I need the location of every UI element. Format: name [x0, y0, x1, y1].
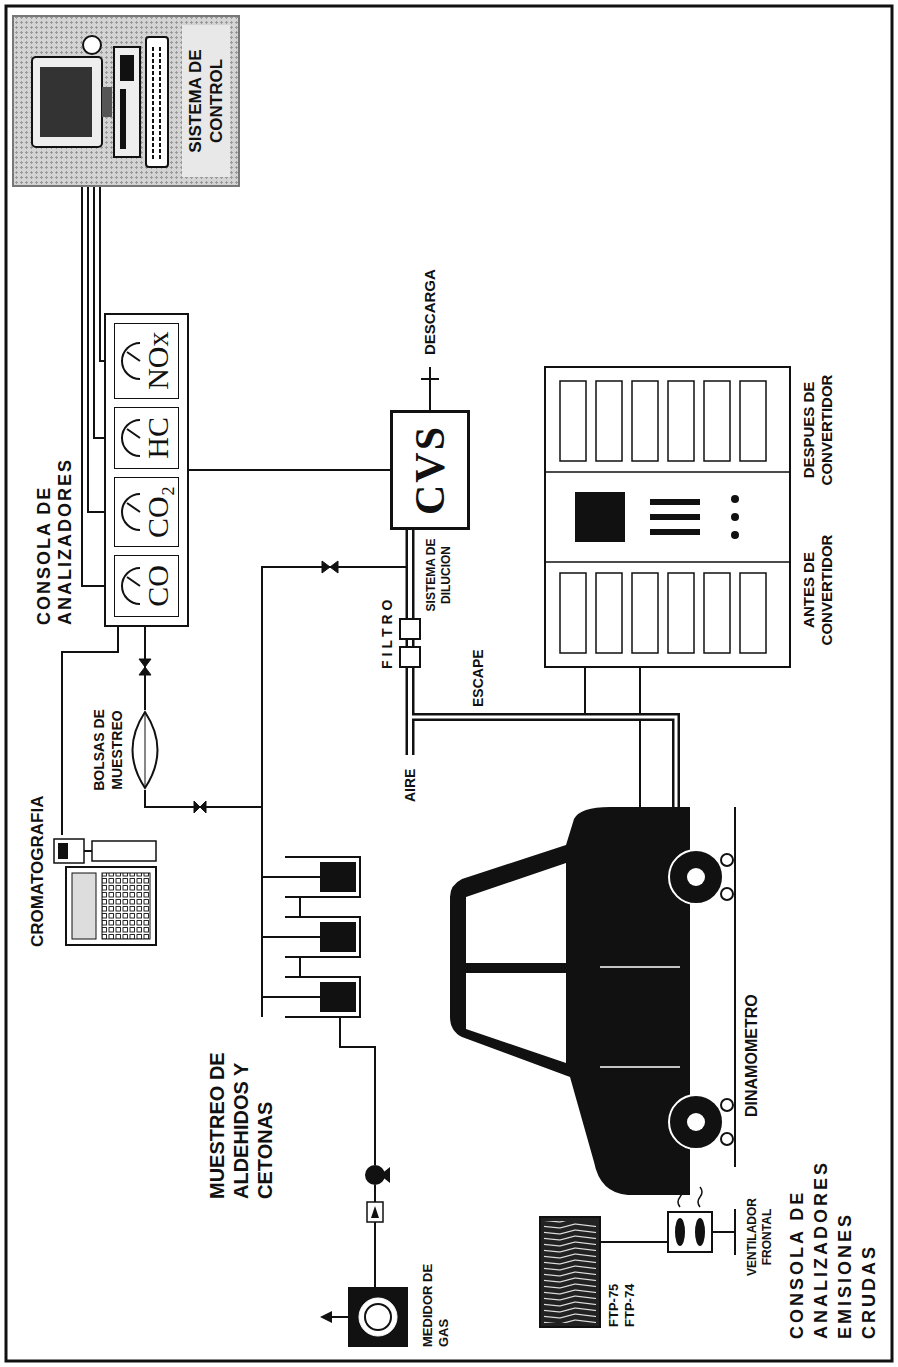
gauge-symbol [118, 490, 142, 534]
node-label: CO [142, 565, 174, 607]
gauge-symbol [118, 416, 142, 460]
diagram-label: SISTEMA DE DILUCION [424, 535, 454, 615]
node-label: CVS [407, 425, 453, 515]
diagram-label: MEDIDOR DE GAS [420, 1255, 452, 1347]
analyzer-console: CONSOLA DE ANALIZADORESCOCO₂HCNOx [104, 313, 189, 627]
gauge-picture [118, 416, 142, 460]
gauge-symbol [118, 339, 142, 383]
connector-line [189, 469, 390, 471]
node-label: CROMATOGRAFIA [28, 796, 48, 947]
analyzer-panel: HC [114, 407, 179, 469]
diagram-label: AIRE [402, 769, 419, 802]
diagram-label: DESCARGA [421, 269, 439, 355]
diagram-label: FTP-74 [622, 1284, 637, 1327]
node-label: NOx [142, 332, 174, 390]
diagram-label: DESPUES DE CONVERTIDOR [800, 355, 836, 505]
cvs-box: CVS [390, 410, 470, 530]
gauge-picture [118, 564, 142, 608]
comp-picture [22, 25, 182, 177]
node-label: HC [142, 417, 174, 459]
connector-line [144, 627, 146, 710]
node-label: CONSOLA DE ANALIZADORES [34, 415, 76, 625]
node-label: CO₂ [142, 486, 174, 538]
diagram-label: FTP-75 [606, 1284, 621, 1327]
diagram-label: VENTILADOR FRONTAL [745, 1177, 775, 1297]
gauge-symbol [118, 564, 142, 608]
diagram-label: CONSOLA DE ANALIZADORES EMISIONES CRUDAS [785, 1124, 881, 1339]
diagram-label: DINAMOMETRO [742, 994, 761, 1117]
diagram-label: MUESTREO DE ALDEHIDOS Y CETONAS [205, 1027, 277, 1199]
control-system: SISTEMA DE CONTROL [12, 15, 240, 187]
chromatograph-drawing [52, 835, 162, 947]
gauge-picture [118, 490, 142, 534]
analyzer-panel: CO [114, 555, 179, 617]
sample-bag-drawing [130, 710, 160, 790]
chromatograph: CROMATOGRAFIA [52, 835, 162, 947]
diagram-label: ANTES DE CONVERTIDOR [800, 515, 836, 665]
node-label: BOLSAS DE MUESTREO [90, 690, 126, 810]
sample-bag: BOLSAS DE MUESTREO [130, 710, 160, 790]
gauge-picture [118, 339, 142, 383]
diagram-label: FILTRO [379, 595, 396, 669]
chrom-picture [52, 835, 162, 947]
bag-picture [130, 710, 160, 790]
computer-drawing [22, 27, 182, 177]
diagram-label: ESCAPE [470, 649, 487, 707]
analyzer-panel: NOx [114, 323, 179, 399]
node-label: SISTEMA DE CONTROL [182, 25, 230, 177]
analyzer-panel: CO₂ [114, 477, 179, 547]
